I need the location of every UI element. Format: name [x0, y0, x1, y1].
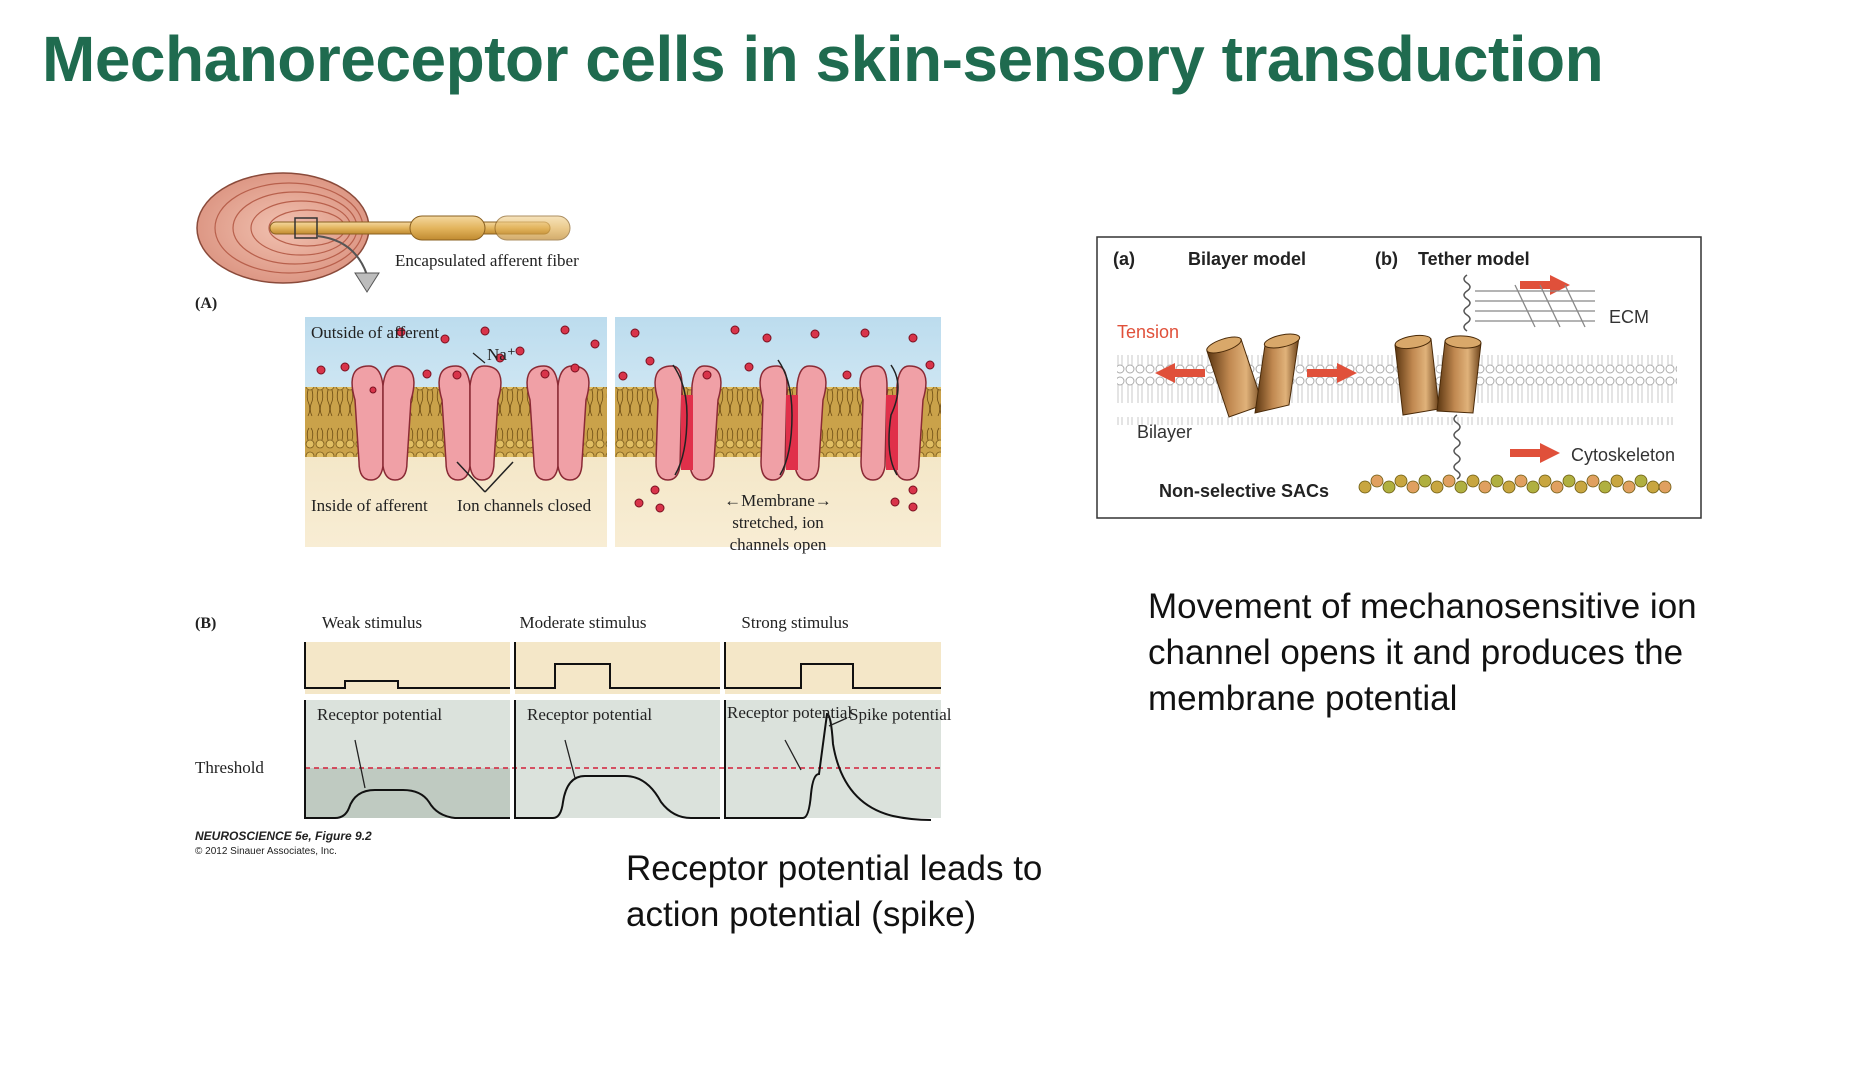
pacinian-corpuscle [196, 172, 571, 293]
sodium-label: Na⁺ [487, 345, 516, 364]
inside-label: Inside of afferent [311, 496, 428, 515]
cytoskeleton-tether [1453, 414, 1461, 480]
moderate-stimulus-label: Moderate stimulus [519, 613, 646, 632]
tension-label: Tension [1117, 322, 1179, 342]
sodium-ions [316, 325, 935, 513]
spike-label: Spike potential [849, 705, 952, 724]
extracellular-matrix [1475, 284, 1595, 328]
tether-model-label: Tether model [1418, 249, 1530, 269]
sac-model-figure: (a) Bilayer model (b) Tether model Tensi… [1095, 235, 1705, 520]
label-a: (a) [1113, 249, 1135, 269]
strong-stimulus-label: Strong stimulus [741, 613, 848, 632]
open-ion-channels [654, 365, 927, 481]
panel-b-label: (B) [195, 615, 216, 632]
bilayer-label: Bilayer [1137, 422, 1192, 442]
slide-title: Mechanoreceptor cells in skin-sensory tr… [42, 23, 1604, 95]
stimulus-traces [304, 642, 941, 694]
receptor-label-weak: Receptor potential [317, 705, 442, 724]
outside-label: Outside of afferent [311, 323, 439, 342]
cytoskeleton-label: Cytoskeleton [1571, 445, 1675, 465]
ecm-label: ECM [1609, 307, 1649, 327]
ion-flow-arrows [672, 359, 899, 476]
caption-mechanosensitive-channel: Movement of mechanosensitive ion channel… [1148, 587, 1697, 718]
sacs-label: Non-selective SACs [1159, 481, 1329, 501]
bilayer-model-label: Bilayer model [1188, 249, 1306, 269]
channel-cylinders [1206, 333, 1482, 418]
ecm-tether [1463, 274, 1471, 332]
membrane-label-2: stretched, ion [732, 513, 824, 532]
receptor-label-moderate: Receptor potential [527, 705, 652, 724]
label-b: (b) [1375, 249, 1398, 269]
response-traces [304, 700, 941, 821]
mechanoreceptor-figure: Encapsulated afferent fiber (A) [195, 170, 955, 870]
weak-stimulus-label: Weak stimulus [322, 613, 422, 632]
membrane-label-3: channels open [730, 535, 827, 554]
panel-a-label: (A) [195, 295, 217, 312]
copyright: © 2012 Sinauer Associates, Inc. [195, 846, 337, 857]
closed-ion-channels [351, 365, 590, 481]
channels-closed-label: Ion channels closed [457, 496, 592, 515]
membrane-label-1: ←Membrane→ [724, 491, 832, 510]
tension-arrows [1155, 275, 1570, 463]
figure-credit: NEUROSCIENCE 5e, Figure 9.2 [195, 829, 372, 843]
threshold-label: Threshold [195, 758, 264, 777]
fiber-label: Encapsulated afferent fiber [395, 251, 579, 270]
cytoskeleton-beads [1358, 474, 1672, 494]
caption-receptor-potential: Receptor potential leads to action poten… [626, 849, 1043, 934]
receptor-label-strong: Receptor potential [727, 703, 852, 722]
